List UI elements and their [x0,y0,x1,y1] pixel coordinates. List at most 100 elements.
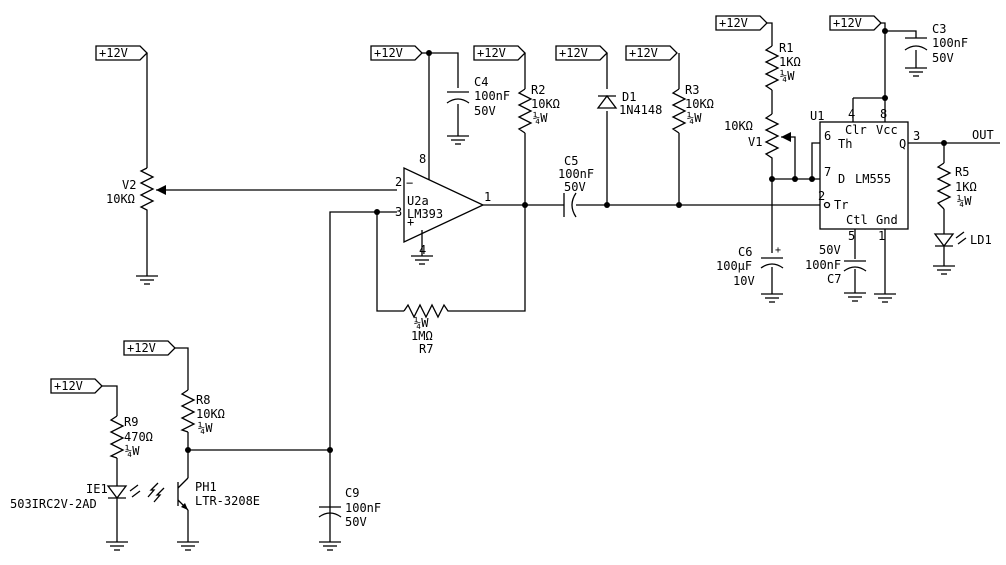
power-label: +12V [127,341,156,355]
capacitor-c3: C3 100nF 50V [904,22,968,65]
ground-icon [904,59,928,77]
ground-icon [446,127,470,145]
r7-value: 1MΩ [411,329,433,343]
resistor-r5: R5 1KΩ ¼W [936,162,977,210]
u1-pin-gnd: 1 [878,229,885,243]
u2a-pin-inv: 2 [395,175,402,189]
power-label: +12V [374,46,403,60]
u2a-pin-noninv: 3 [395,205,402,219]
c3-rating: 50V [932,51,954,65]
capacitor-c5: C5 100nF 50V [558,154,594,218]
r2-value: 10KΩ [531,97,560,111]
led-ld1: LD1 [933,231,992,248]
r5-ref: R5 [955,165,969,179]
u1-part: LM555 [855,172,891,186]
resistor-r8: R8 10KΩ ¼W [180,389,225,435]
r8-ref: R8 [196,393,210,407]
r9-ref: R9 [124,415,138,429]
u1-vcc-name: Vcc [876,123,898,137]
power-flag-r8: +12V [123,340,176,356]
c3-ref: C3 [932,22,946,36]
u1-ctl-name: Ctl [846,213,868,227]
power-label: +12V [54,379,83,393]
power-flag-r2: +12V [473,45,526,61]
u1-tr-name: Tr [834,198,848,212]
resistor-r9: R9 470Ω ¼W [109,415,153,459]
c6-polarity: + [775,245,781,256]
power-flag-u2: +12V [370,45,423,61]
v1-ref: V1 [748,135,762,149]
r5-value: 1KΩ [955,180,977,194]
u2a-pin-gnd: 4 [419,243,426,257]
capacitor-c4: C4 100nF 50V [446,75,510,118]
light-rays-icon [147,482,165,503]
u1-pin-ctl: 5 [848,229,855,243]
phototransistor-ph1: PH1 LTR-3208E [177,477,260,511]
c4-rating: 50V [474,104,496,118]
u1-pin-th: 6 [824,129,831,143]
resistor-r2: R2 10KΩ ¼W [517,83,560,134]
u1-pin-tr: 2 [818,189,825,203]
u2a-ref: U2a [407,194,429,208]
ground-icon [932,257,956,275]
timer-u1: U1 LM555 Clr Vcc Th Q D Tr Ctl Gnd 4 8 6… [810,107,920,243]
c5-rating: 50V [564,180,586,194]
r7-ref: R7 [419,342,433,356]
c4-value: 100nF [474,89,510,103]
u1-pin-q: 3 [913,129,920,143]
v2-ref: V2 [122,178,136,192]
ph1-ref: PH1 [195,480,217,494]
capacitor-c9: C9 100nF 50V [318,486,381,529]
ld1-ref: LD1 [970,233,992,247]
power-label: +12V [629,46,658,60]
u1-d-name: D [838,172,845,186]
r3-ref: R3 [685,83,699,97]
c9-value: 100nF [345,501,381,515]
diode-d1: D1 1N4148 [596,90,662,117]
r3-value: 10KΩ [685,97,714,111]
output-label: OUT [972,128,994,142]
u2a-part: LM393 [407,207,443,221]
resistor-r1: R1 1KΩ ¼W [764,41,801,91]
c4-ref: C4 [474,75,488,89]
u1-q-name: Q [899,137,906,151]
comparator-u2a: U2a LM393 − + 2 3 1 8 4 [395,152,491,257]
u2a-noninv-sign: + [407,215,414,229]
v1-value: 10KΩ [724,119,753,133]
r9-rating: ¼W [125,444,140,458]
power-flag-d1: +12V [555,45,608,61]
power-label: +12V [833,16,862,30]
ie1-ref: IE1 [86,482,108,496]
r8-value: 10KΩ [196,407,225,421]
r3-rating: ¼W [687,111,702,125]
capacitor-c7: 50V 100nF C7 [805,243,867,286]
c6-value: 100μF [716,259,752,273]
ground-icon [760,285,784,303]
power-flag-r1: +12V [715,15,768,31]
c3-value: 100nF [932,36,968,50]
power-label: +12V [477,46,506,60]
u2a-pin-vcc: 8 [419,152,426,166]
capacitor-c6: + C6 100μF 10V [716,245,784,288]
power-label: +12V [719,16,748,30]
ph1-value: LTR-3208E [195,494,260,508]
r9-value: 470Ω [124,430,153,444]
ground-icon [105,533,129,551]
d1-ref: D1 [622,90,636,104]
potentiometer-v1: 10KΩ V1 [724,113,791,160]
power-flag-c3: +12V [829,15,882,31]
u1-pin-vcc: 8 [880,107,887,121]
c5-value: 100nF [558,167,594,181]
c5-ref: C5 [564,154,578,168]
u1-pin-d: 7 [824,165,831,179]
c7-rating: 50V [819,243,841,257]
r7-rating: ¼W [414,316,429,330]
r1-value: 1KΩ [779,55,801,69]
u2a-inv-sign: − [406,176,413,190]
d1-value: 1N4148 [619,103,662,117]
ground-icon [843,284,867,302]
r1-ref: R1 [779,41,793,55]
u1-clr-name: Clr [845,123,867,137]
